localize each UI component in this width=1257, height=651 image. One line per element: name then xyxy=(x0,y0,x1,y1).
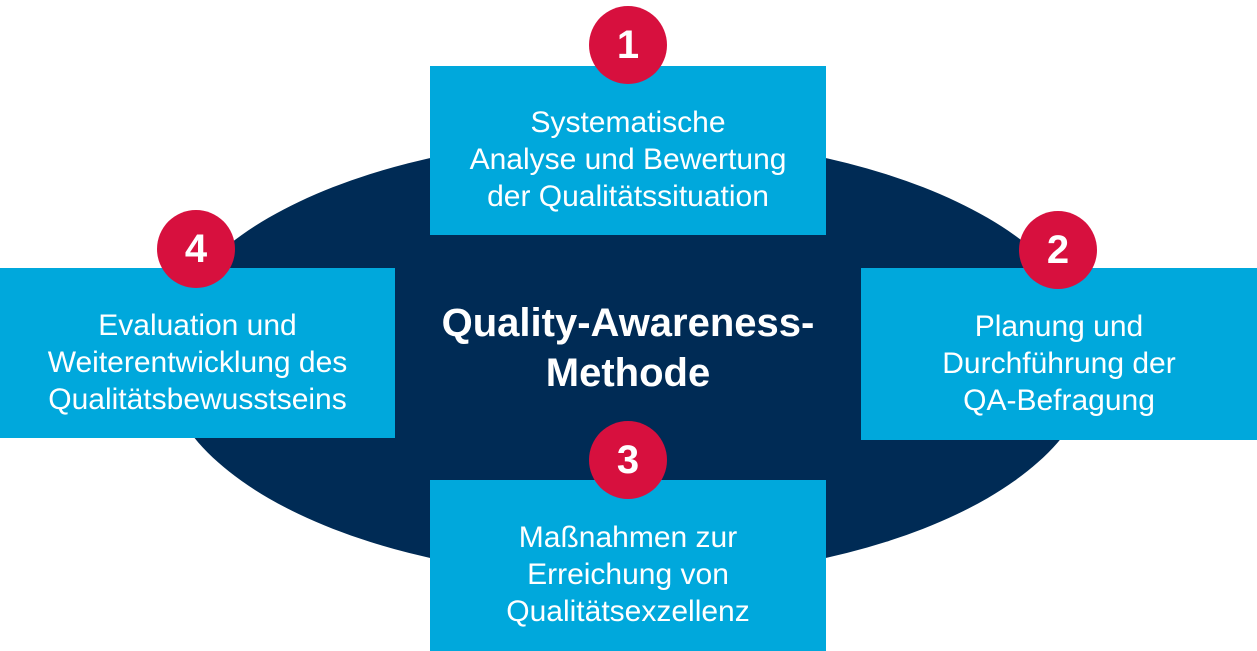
step-1-line-1: Systematische xyxy=(530,106,726,139)
step-1-label: Systematische Analyse und Bewertung der … xyxy=(470,86,787,215)
step-1-box: Systematische Analyse und Bewertung der … xyxy=(430,66,826,235)
method-title-line-1: Quality-Awareness- xyxy=(441,301,815,345)
method-title-line-2: Methode xyxy=(545,351,711,395)
step-4-line-3: Qualitätsbewusstseins xyxy=(48,382,347,416)
step-4-number-badge: 4 xyxy=(157,210,235,288)
step-3-box: Maßnahmen zur Erreichung von Qualitätsex… xyxy=(430,480,826,651)
step-2-line-3: QA-Befragung xyxy=(963,383,1155,417)
step-1-number-badge: 1 xyxy=(589,6,667,84)
step-4-label: Evaluation und Weiterentwicklung des Qua… xyxy=(48,289,348,418)
step-1-line-2: Analyse und Bewertung xyxy=(469,143,787,176)
step-1-line-3: der Qualitätssituation xyxy=(487,180,769,213)
step-3-number-badge: 3 xyxy=(589,421,667,499)
step-2-label: Planung und Durchführung der QA-Befragun… xyxy=(942,290,1175,419)
step-2-number-badge: 2 xyxy=(1019,211,1097,289)
step-2-line-2: Durchführung der xyxy=(942,346,1176,380)
step-3-label: Maßnahmen zur Erreichung von Qualitätsex… xyxy=(506,501,749,630)
step-3-line-1: Maßnahmen zur xyxy=(518,521,738,554)
step-3-line-3: Qualitätsexzellenz xyxy=(506,595,750,628)
step-4-line-2: Weiterentwicklung des xyxy=(47,345,348,379)
method-title: Quality-Awareness- Methode xyxy=(395,298,861,398)
step-2-box: Planung und Durchführung der QA-Befragun… xyxy=(861,268,1257,440)
step-4-line-1: Evaluation und xyxy=(98,308,297,342)
step-2-line-1: Planung und xyxy=(974,309,1144,343)
step-4-box: Evaluation und Weiterentwicklung des Qua… xyxy=(0,268,395,438)
step-3-line-2: Erreichung von xyxy=(527,558,729,591)
